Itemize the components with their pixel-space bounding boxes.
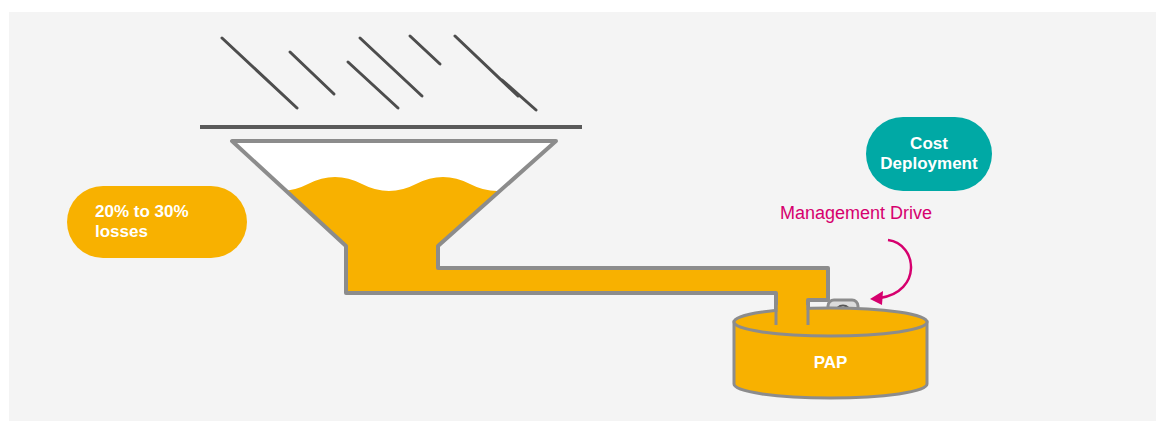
funnel-water bbox=[232, 141, 828, 322]
management-label: Management Drive bbox=[780, 203, 932, 224]
tank-cylinder: PAP bbox=[731, 305, 930, 401]
funnel-outline bbox=[232, 141, 828, 322]
cover-line bbox=[200, 125, 582, 129]
method-callout: Cost Deployment bbox=[866, 117, 992, 191]
turn-arrow bbox=[880, 240, 911, 298]
turn-arrowhead bbox=[870, 291, 883, 305]
pill-outline bbox=[67, 186, 247, 258]
node-text: Cost Deployment bbox=[879, 134, 979, 175]
rain-lines bbox=[222, 36, 536, 110]
loss-callout: 20% to 30% losses bbox=[67, 186, 247, 258]
funnel-body bbox=[232, 141, 828, 322]
node-text: 20% to 30% losses bbox=[95, 202, 207, 243]
node-text: PAP bbox=[814, 353, 848, 373]
